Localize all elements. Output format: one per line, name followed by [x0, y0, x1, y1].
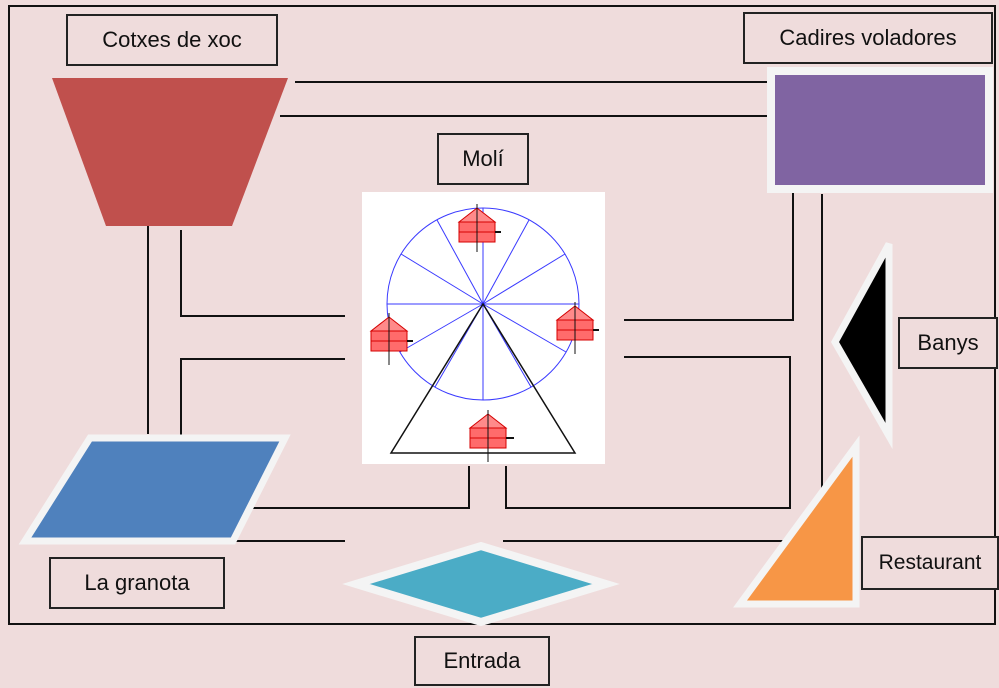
- ferris-cabin: [468, 410, 514, 462]
- la-granota-shape: [18, 434, 291, 545]
- path-granota-moli: [180, 358, 345, 436]
- label-banys: Banys: [898, 317, 998, 369]
- restaurant-shape: [733, 435, 860, 608]
- path-moli-restaurant: [505, 356, 791, 509]
- ferris-wheel-picture: [362, 192, 605, 464]
- entrada-shape: [342, 541, 620, 627]
- ferris-cabin: [369, 313, 413, 365]
- ferris-cabin: [457, 204, 501, 252]
- path-moli-granota: [244, 466, 470, 509]
- label-cadires-voladores: Cadires voladores: [743, 12, 993, 64]
- park-boundary: [8, 5, 996, 625]
- cotxes-de-xoc-shape: [52, 78, 288, 226]
- path-cadires-moli: [624, 192, 794, 321]
- label-moli: Molí: [437, 133, 529, 185]
- ferris-cabin: [555, 302, 599, 354]
- banys-shape: [830, 242, 893, 450]
- label-cotxes-de-xoc: Cotxes de xoc: [66, 14, 278, 66]
- path-cotxes-moli: [180, 230, 345, 317]
- paths: [147, 81, 823, 542]
- label-entrada: Entrada: [414, 636, 550, 686]
- label-la-granota: La granota: [49, 557, 225, 609]
- cadires-voladores-shape: [767, 67, 993, 193]
- label-restaurant: Restaurant: [861, 536, 999, 590]
